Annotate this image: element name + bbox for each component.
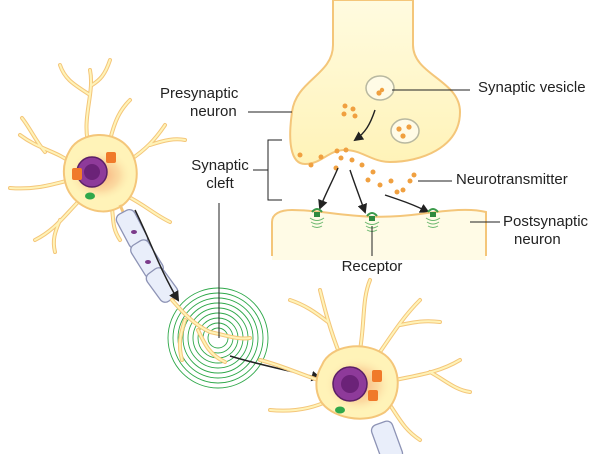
synaptic-vesicle-1 — [365, 75, 395, 101]
left-neuron — [8, 58, 187, 303]
release-arrows — [318, 109, 430, 214]
synaptic-cleft-label-line1: Synaptic — [191, 157, 249, 174]
postsynaptic-neuron-label-line1: Postsynaptic — [503, 213, 589, 230]
right-neuron — [258, 278, 472, 454]
receptor-3 — [425, 208, 441, 228]
receptor-label: Receptor — [341, 258, 403, 275]
leader-lines — [218, 87, 500, 338]
synaptic-vesicle-2 — [390, 118, 420, 144]
presynaptic-neuron-label-line2: neuron — [190, 103, 237, 120]
synaptic-vesicle-label: Synaptic vesicle — [478, 79, 586, 96]
postsynaptic-neuron-label-line2: neuron — [514, 231, 561, 248]
synaptic-cleft-label-line2: cleft — [206, 175, 234, 192]
receptor-1 — [309, 208, 325, 228]
neurotransmitter-label: Neurotransmitter — [456, 171, 568, 188]
loose-neurotransmitter-dots — [297, 103, 417, 195]
presynaptic-neuron-label-line1: Presynaptic — [160, 85, 239, 102]
postsynaptic-membrane — [271, 208, 487, 260]
